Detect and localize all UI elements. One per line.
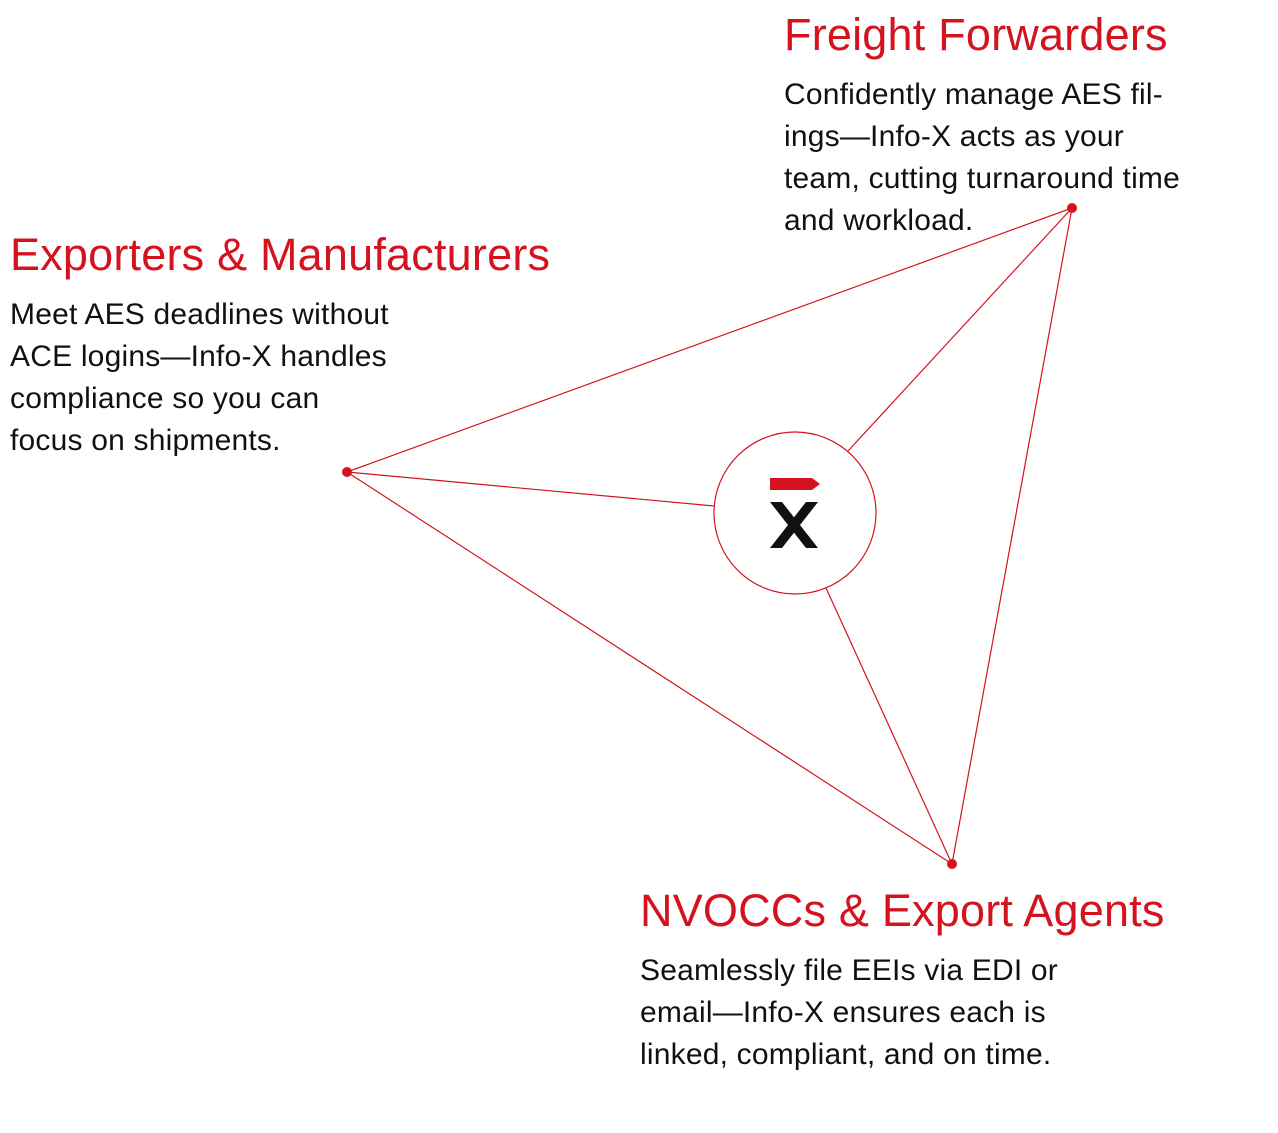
logo-x-stroke-b	[770, 502, 818, 548]
spoke-freight	[847, 207, 1073, 452]
description-line: ings—Info-X acts as your	[784, 119, 1124, 153]
logo-flag-shape	[770, 478, 820, 490]
exporters-manufacturers-block: Exporters & Manufacturers Meet AES deadl…	[10, 229, 551, 462]
description-line: compliance so you can	[10, 381, 320, 415]
info-x-logo-icon	[768, 474, 822, 550]
description-line: Seamlessly file EEIs via EDI or	[640, 953, 1058, 987]
edge-exporters-to-nvoccs	[346, 471, 953, 865]
description-line: team, cutting turnaround time	[784, 161, 1181, 195]
nvoccs-export-agents-block: NVOCCs & Export Agents Seamlessly file E…	[640, 885, 1165, 1076]
description-line: linked, compliant, and on time.	[640, 1037, 1052, 1071]
nvoccs-export-agents-title: NVOCCs & Export Agents	[640, 885, 1165, 936]
freight-forwarders-block: Freight Forwarders Confidently manage AE…	[784, 10, 1254, 242]
node-exporters	[342, 467, 352, 477]
edge-freight-to-nvoccs	[951, 207, 1073, 865]
spoke-nvoccs	[825, 587, 953, 865]
description-line: and workload.	[784, 203, 974, 237]
exporters-manufacturers-description: Meet AES deadlines without ACE logins—In…	[10, 294, 450, 462]
description-line: ACE logins—Info-X handles	[10, 339, 387, 373]
spoke-exporters	[346, 471, 715, 507]
node-nvoccs	[947, 859, 957, 869]
exporters-manufacturers-title: Exporters & Manufacturers	[10, 229, 551, 280]
freight-forwarders-description: Confidently manage AES fil- ings—Info-X …	[784, 74, 1254, 242]
nvoccs-export-agents-description: Seamlessly file EEIs via EDI or email—In…	[640, 950, 1110, 1076]
description-line: email—Info-X ensures each is	[640, 995, 1046, 1029]
freight-forwarders-title: Freight Forwarders	[784, 9, 1168, 60]
description-line: focus on shipments.	[10, 423, 281, 457]
description-line: Confidently manage AES fil-	[784, 77, 1163, 111]
description-line: Meet AES deadlines without	[10, 297, 389, 331]
